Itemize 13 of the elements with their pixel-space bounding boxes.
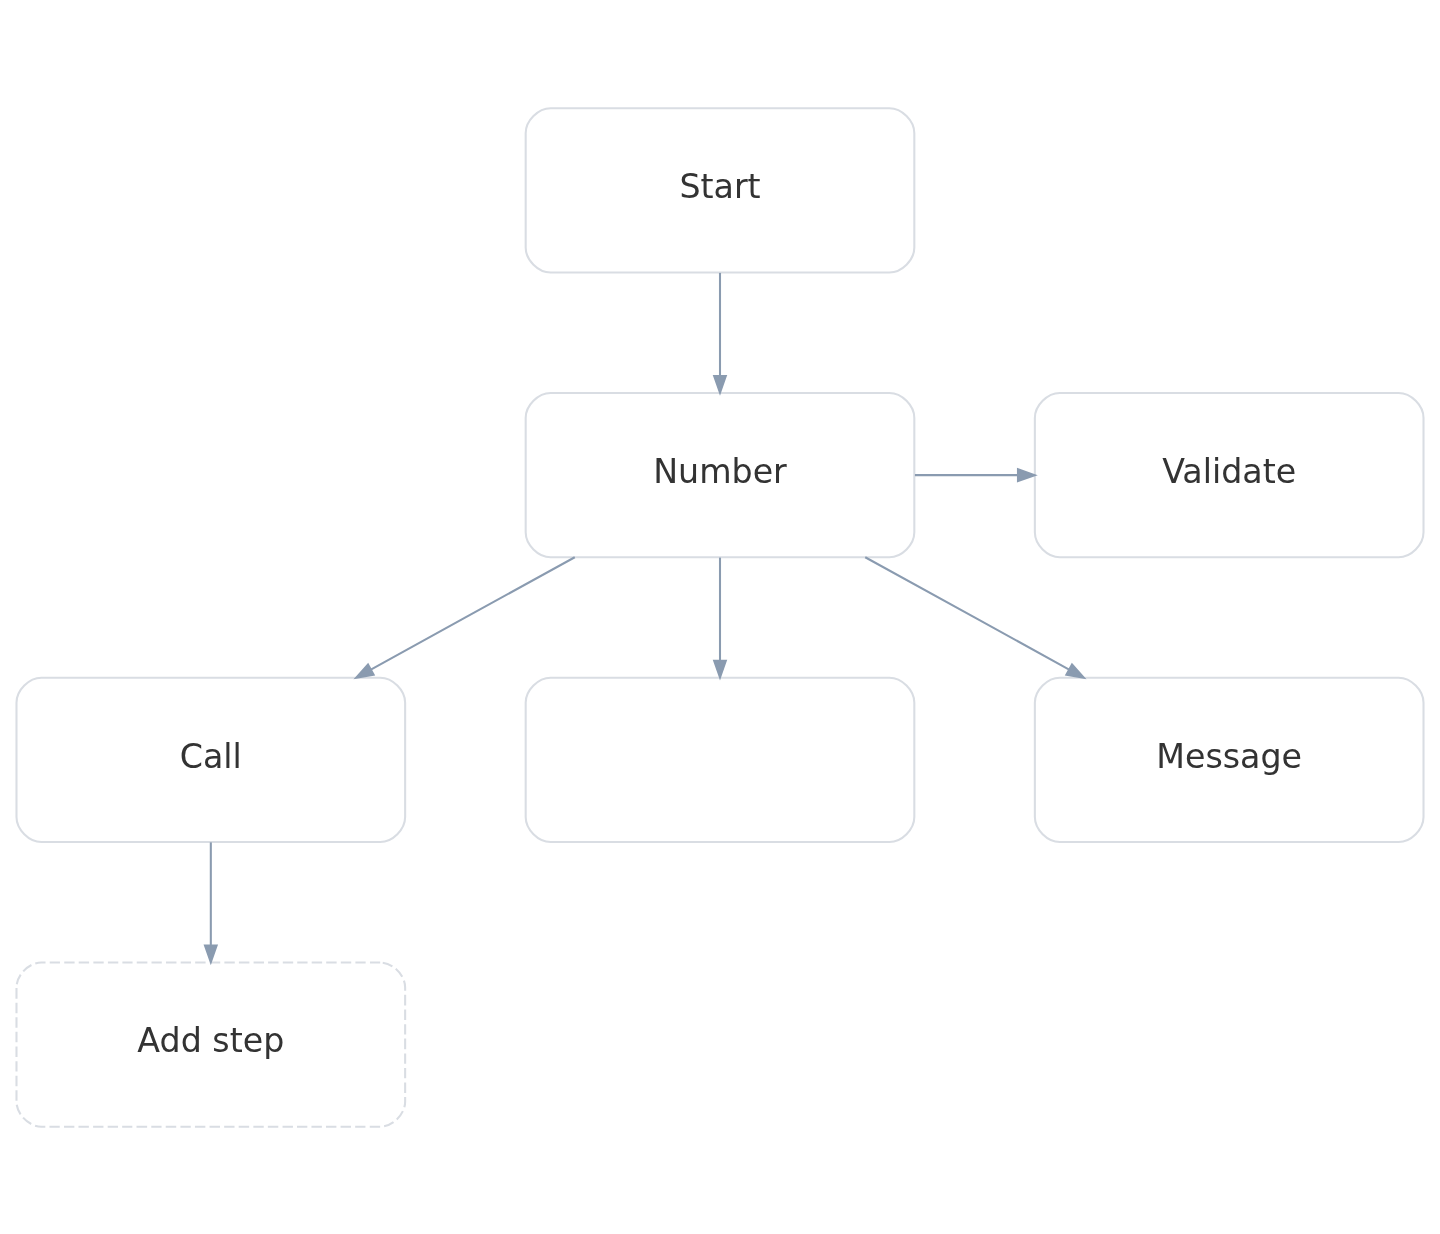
node-box [524, 676, 916, 843]
arrow [712, 557, 728, 681]
arrow [864, 555, 1087, 679]
node-box: Number [524, 391, 916, 558]
node-box: Message [1033, 676, 1425, 843]
arrow [712, 272, 728, 396]
node-box: Validate [1033, 391, 1425, 558]
node-box: Start [524, 106, 916, 274]
node-box: Call [15, 676, 407, 843]
arrow [353, 555, 576, 679]
arrow [914, 467, 1038, 482]
node-box: Add step [15, 960, 407, 1128]
arrow [203, 841, 219, 965]
